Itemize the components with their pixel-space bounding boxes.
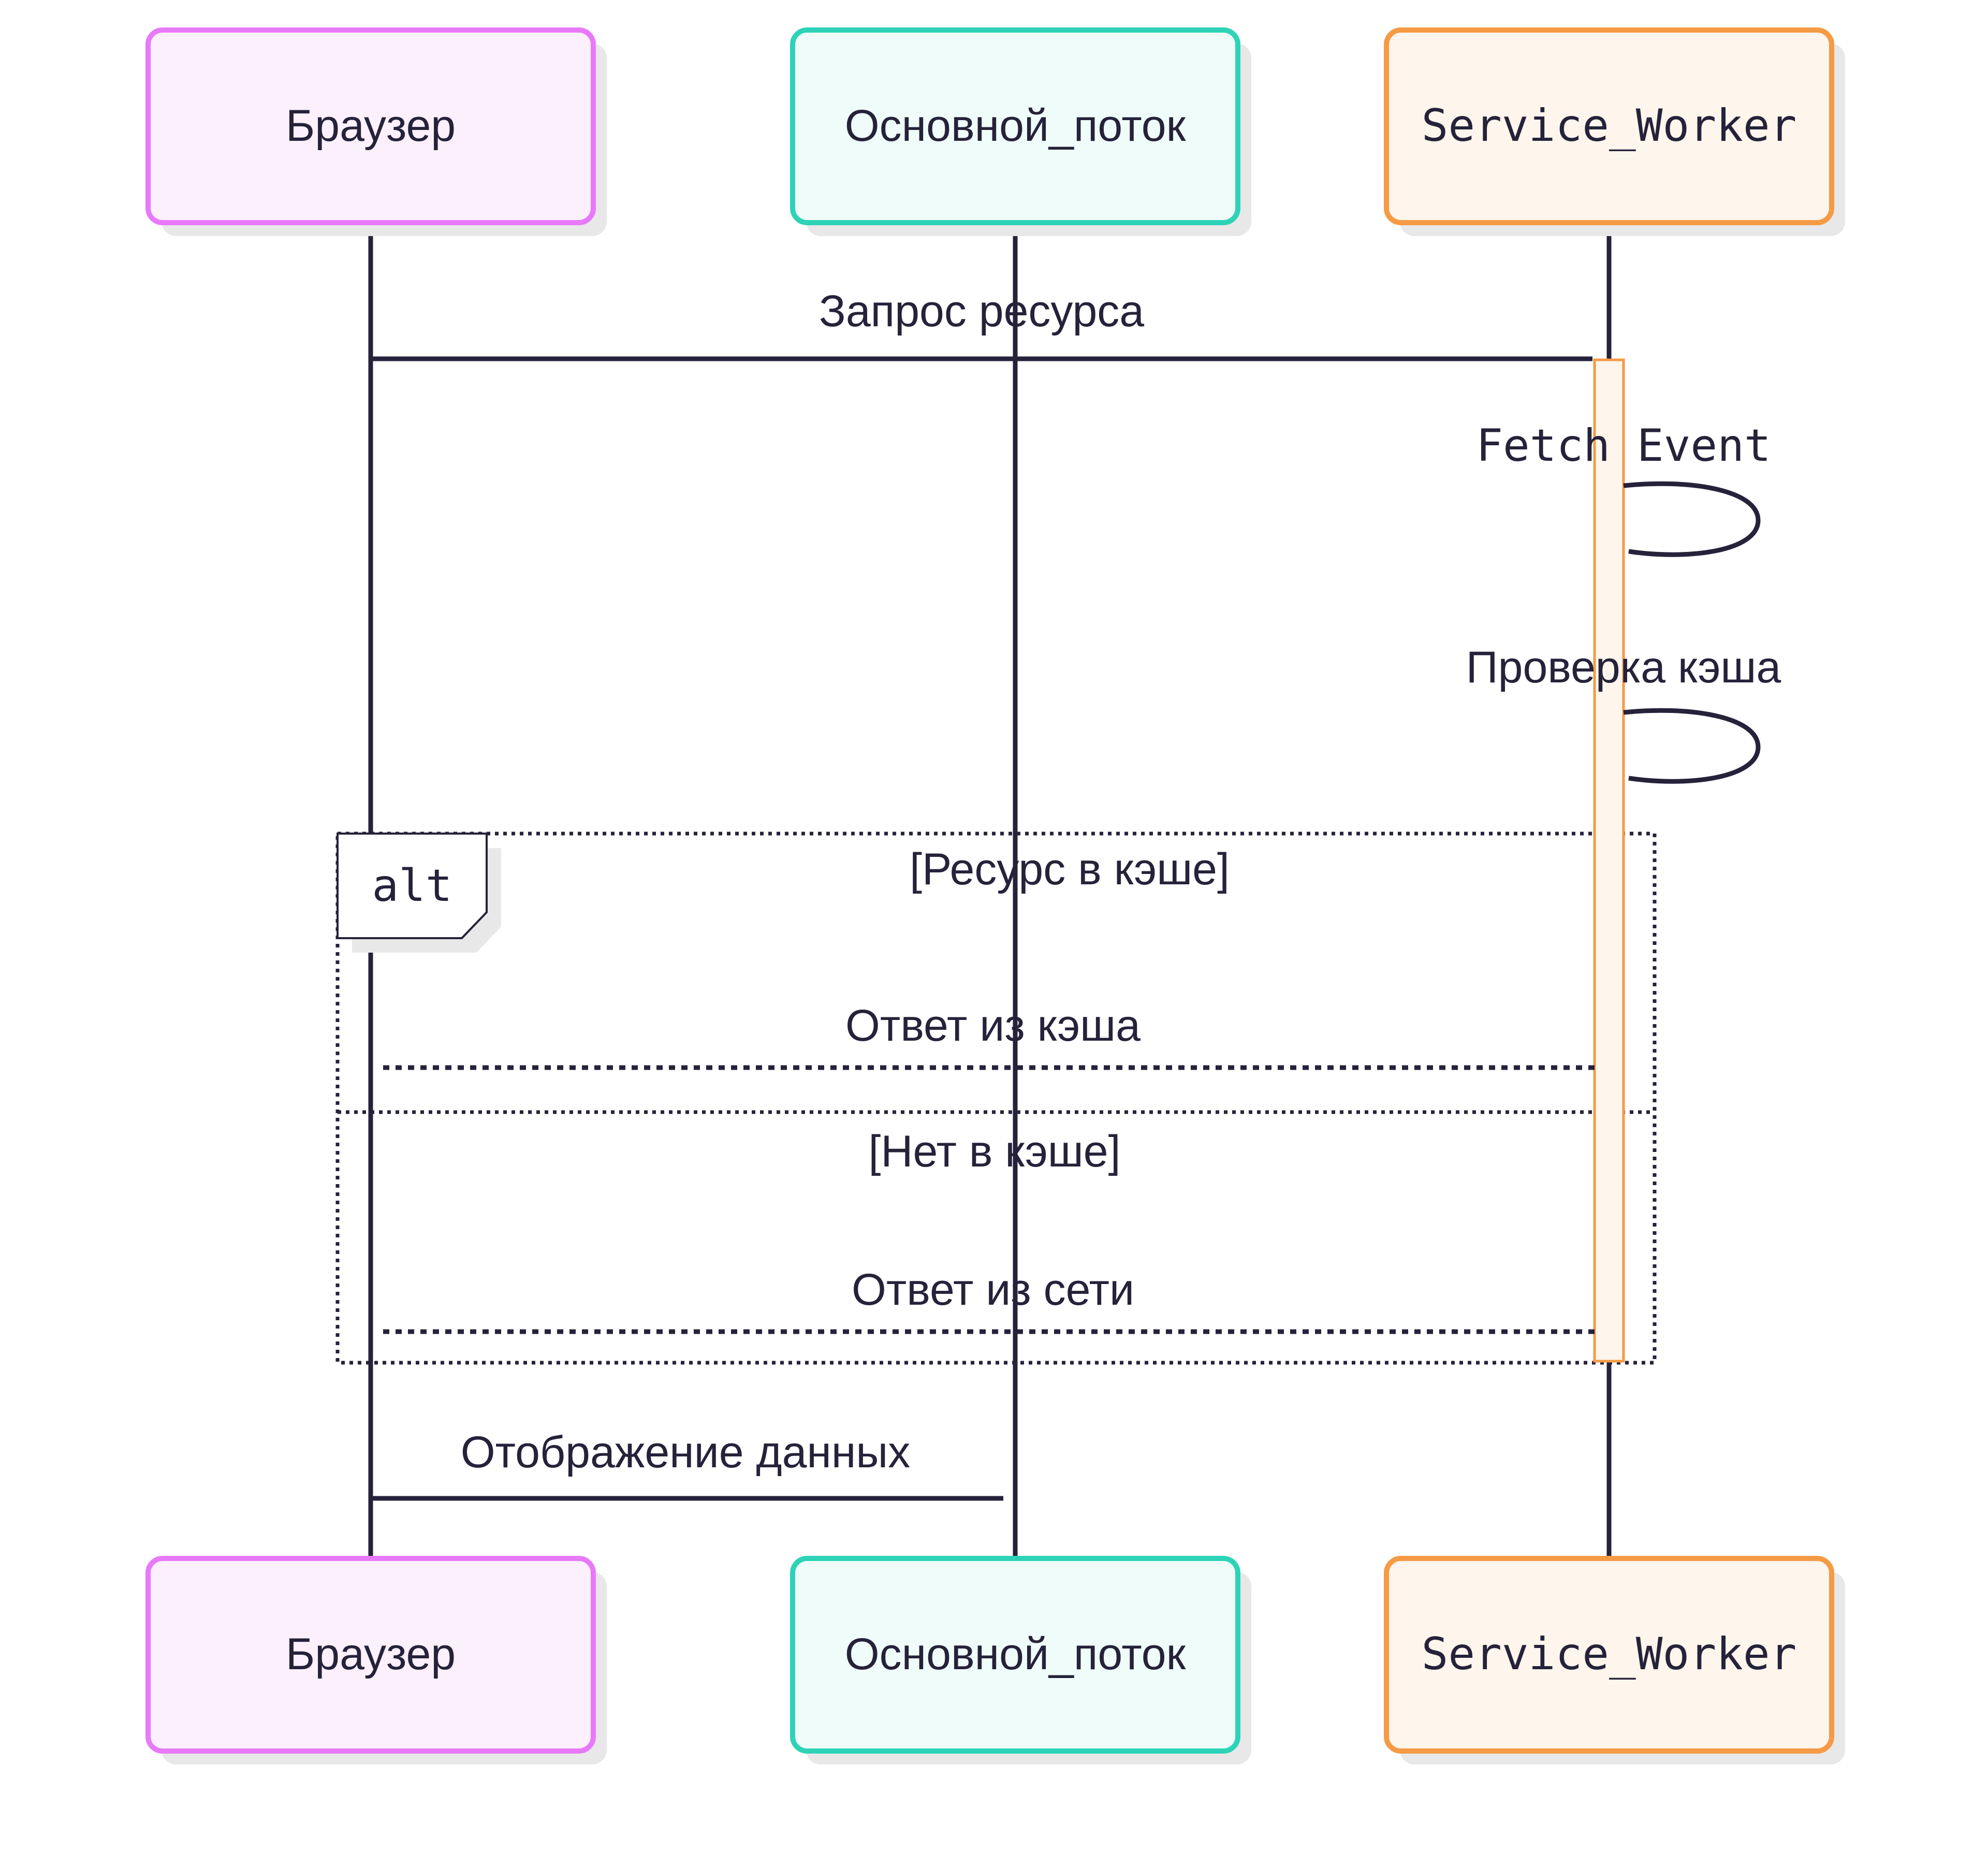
msg-response-cache-label: Ответ из кэша bbox=[845, 1001, 1141, 1051]
sw-activation-bar bbox=[1593, 358, 1625, 1363]
msg-request-resource-label: Запрос ресурса bbox=[819, 286, 1144, 336]
msg-fetch-event-label: Fetch Event bbox=[1476, 420, 1771, 472]
participant-sw-box bbox=[1384, 27, 1834, 225]
alt-label-box bbox=[337, 833, 488, 939]
participant-main-label: Основной_поток bbox=[845, 101, 1187, 151]
messages: Запрос ресурса Fetch Event Проверка кэша… bbox=[371, 286, 1781, 1501]
participant-sw-label: Service_Worker bbox=[1422, 100, 1797, 152]
msg-render-data-label: Отображение данных bbox=[461, 1427, 910, 1477]
msg-fetch-event-arrow bbox=[1623, 481, 1761, 557]
participant-browser-box bbox=[145, 27, 596, 225]
alt-condition-not-cached: [Нет в кэше] bbox=[868, 1127, 1120, 1176]
participant-browser-label-bottom: Браузер bbox=[286, 1629, 456, 1679]
msg-check-cache-label: Проверка кэша bbox=[1466, 643, 1781, 692]
alt-frame bbox=[335, 832, 1657, 1365]
participant-browser-box-bottom bbox=[145, 1556, 596, 1754]
participant-main-label-bottom: Основной_поток bbox=[845, 1629, 1187, 1679]
msg-response-network-label: Ответ из сети bbox=[852, 1265, 1134, 1315]
participant-sw-label-bottom: Service_Worker bbox=[1422, 1628, 1797, 1680]
participants-bottom: Браузер Основной_поток Service_Worker bbox=[145, 1556, 1845, 1764]
msg-check-cache-arrow bbox=[1623, 708, 1761, 784]
participant-browser-label: Браузер bbox=[286, 101, 456, 151]
alt-block: alt [Ресурс в кэше] [Нет в кэше] bbox=[335, 832, 1657, 1365]
participant-sw-box-bottom bbox=[1384, 1556, 1834, 1754]
participant-main-box bbox=[790, 27, 1240, 225]
alt-condition-cached: [Ресурс в кэше] bbox=[910, 844, 1230, 894]
participants-top: Браузер Основной_поток Service_Worker bbox=[145, 27, 1845, 236]
participant-main-box-bottom bbox=[790, 1556, 1240, 1754]
alt-label: alt bbox=[372, 860, 452, 912]
